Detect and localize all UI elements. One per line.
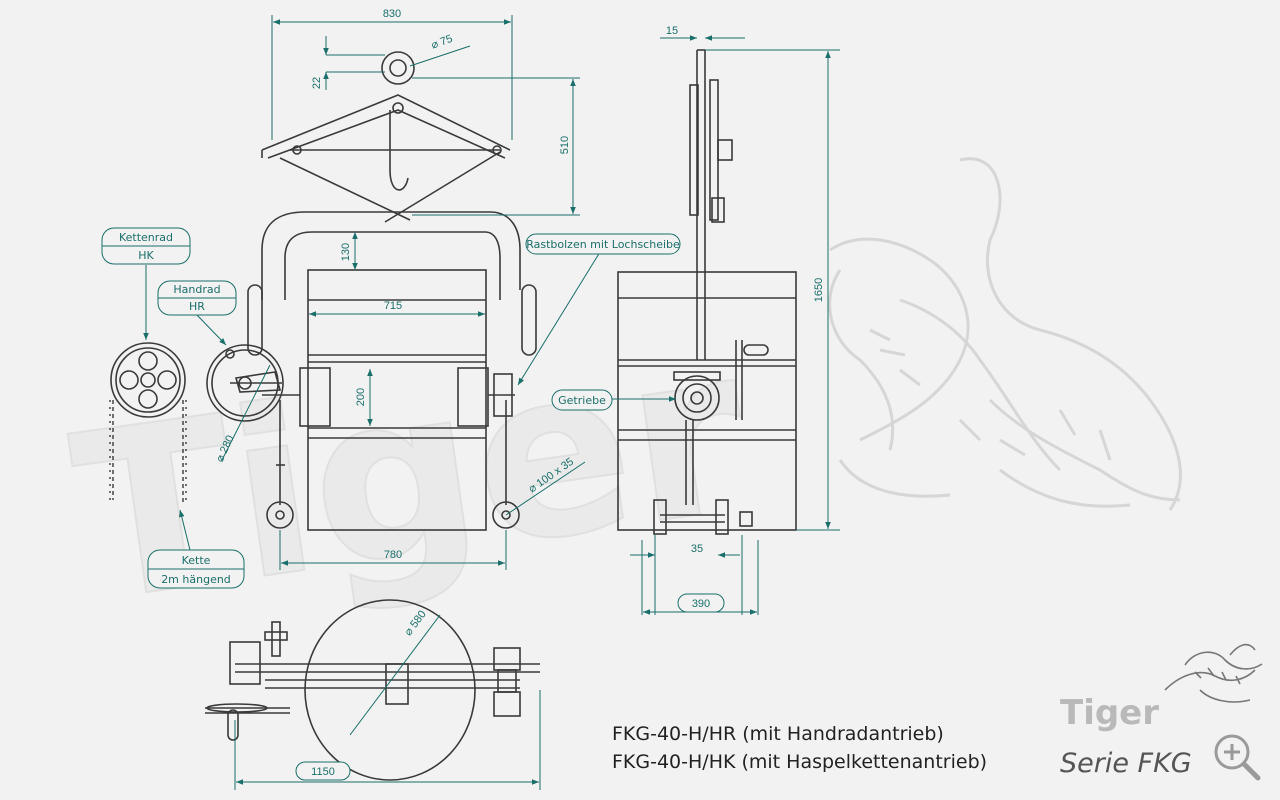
chain-sprocket-icon: [110, 342, 186, 418]
dim-15: 15: [666, 25, 678, 37]
svg-text:HR: HR: [189, 300, 205, 313]
callout-rastbolzen: Rastbolzen mit Lochscheibe: [517, 233, 681, 386]
svg-text:2m hängend: 2m hängend: [161, 573, 231, 586]
dim-510: 510: [559, 136, 571, 154]
svg-text:390: 390: [692, 598, 710, 610]
caption-haspelkette-model: FKG-40-H/HK (mit Haspelkettenantrieb): [612, 751, 987, 773]
caption-handrad-model: FKG-40-H/HR (mit Handradantrieb): [612, 723, 944, 745]
tiger-logo-icon: [1164, 643, 1263, 703]
dim-390-box: 390: [677, 593, 725, 613]
brand-logo: Tiger: [1060, 693, 1159, 733]
callout-kettenrad: Kettenrad HK: [101, 227, 191, 340]
side-view: [617, 49, 797, 535]
svg-text:HK: HK: [138, 249, 154, 262]
dim-75: ⌀ 75: [430, 33, 455, 52]
chain-icon: [109, 400, 187, 505]
svg-text:Rastbolzen mit Lochscheibe: Rastbolzen mit Lochscheibe: [526, 238, 680, 251]
watermark-tiger-text: Tiger: [59, 296, 761, 656]
top-view: [205, 599, 540, 781]
svg-text:Handrad: Handrad: [173, 283, 220, 296]
dimension-lines: [221, 15, 840, 790]
dim-1650: 1650: [813, 278, 825, 302]
svg-text:Tiger: Tiger: [60, 297, 760, 655]
svg-text:1150: 1150: [311, 766, 335, 778]
dim-830: 830: [383, 8, 401, 20]
callout-getriebe: Getriebe: [551, 389, 676, 411]
svg-text:Getriebe: Getriebe: [558, 394, 606, 407]
dim-35: 35: [691, 543, 703, 555]
dim-22: 22: [311, 77, 323, 89]
dim-780: 780: [384, 549, 402, 561]
dim-1150-box: 1150: [295, 761, 351, 781]
svg-text:Kettenrad: Kettenrad: [119, 231, 173, 244]
svg-text:Kette: Kette: [182, 554, 211, 567]
dim-130: 130: [340, 243, 352, 261]
callout-kette: Kette 2m hängend: [147, 509, 245, 589]
watermark-tiger-icon: [828, 157, 1182, 511]
series-label: Serie FKG: [1060, 748, 1192, 779]
front-view: [206, 51, 537, 531]
dim-200: 200: [355, 388, 367, 406]
callout-handrad: Handrad HR: [157, 280, 237, 346]
zoom-in-icon[interactable]: [1214, 734, 1261, 781]
dim-715: 715: [384, 300, 402, 312]
dim-580: ⌀ 580: [402, 608, 428, 638]
